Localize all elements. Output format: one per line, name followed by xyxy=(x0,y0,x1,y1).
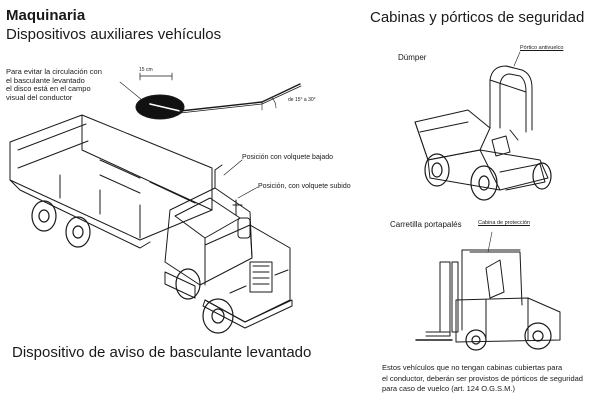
dumper-title: Dúmper xyxy=(398,53,427,62)
note-line: Para evitar la circulación con xyxy=(6,67,102,76)
dumper-drawing xyxy=(415,52,551,200)
truck-caption: Dispositivo de aviso de basculante levan… xyxy=(12,344,312,361)
note-line: el basculante levantado xyxy=(6,75,85,85)
forklift-drawing xyxy=(416,232,560,350)
warning-disc-note: Para evitar la circulación con el bascul… xyxy=(6,67,102,102)
disc-dimension-label: 15 cm xyxy=(139,67,153,73)
section-title: Maquinaria xyxy=(6,7,86,24)
regulation-note: Estos vehículos que no tengan cabinas cu… xyxy=(382,363,583,395)
note-line: visual del conductor xyxy=(6,92,73,102)
footer-line: el conductor, deberán ser provistos de p… xyxy=(382,373,583,383)
warning-disc-detail xyxy=(120,73,301,119)
footer-line: Estos vehículos que no tengan cabinas cu… xyxy=(382,363,563,372)
page-subtitle: Dispositivos auxiliares vehículos xyxy=(6,26,222,43)
rollover-frame-label: Pórtico antivuelco xyxy=(520,45,564,51)
note-line: el disco está en el campo xyxy=(6,84,91,94)
forklift-title: Carretilla portapalés xyxy=(390,220,462,229)
tilt-angle-label: de 15° a 30° xyxy=(288,97,316,103)
right-section-title: Cabinas y pórticos de seguridad xyxy=(370,9,585,26)
dump-truck-drawing xyxy=(10,115,292,333)
protection-cabin-label: Cabina de protección xyxy=(478,220,530,226)
label-body-down: Posición con volquete bajado xyxy=(242,154,334,161)
footer-line: para caso de vuelco (art. 124 O.G.S.M.) xyxy=(382,384,515,393)
label-body-up: Posición, con volquete subido xyxy=(258,183,351,190)
